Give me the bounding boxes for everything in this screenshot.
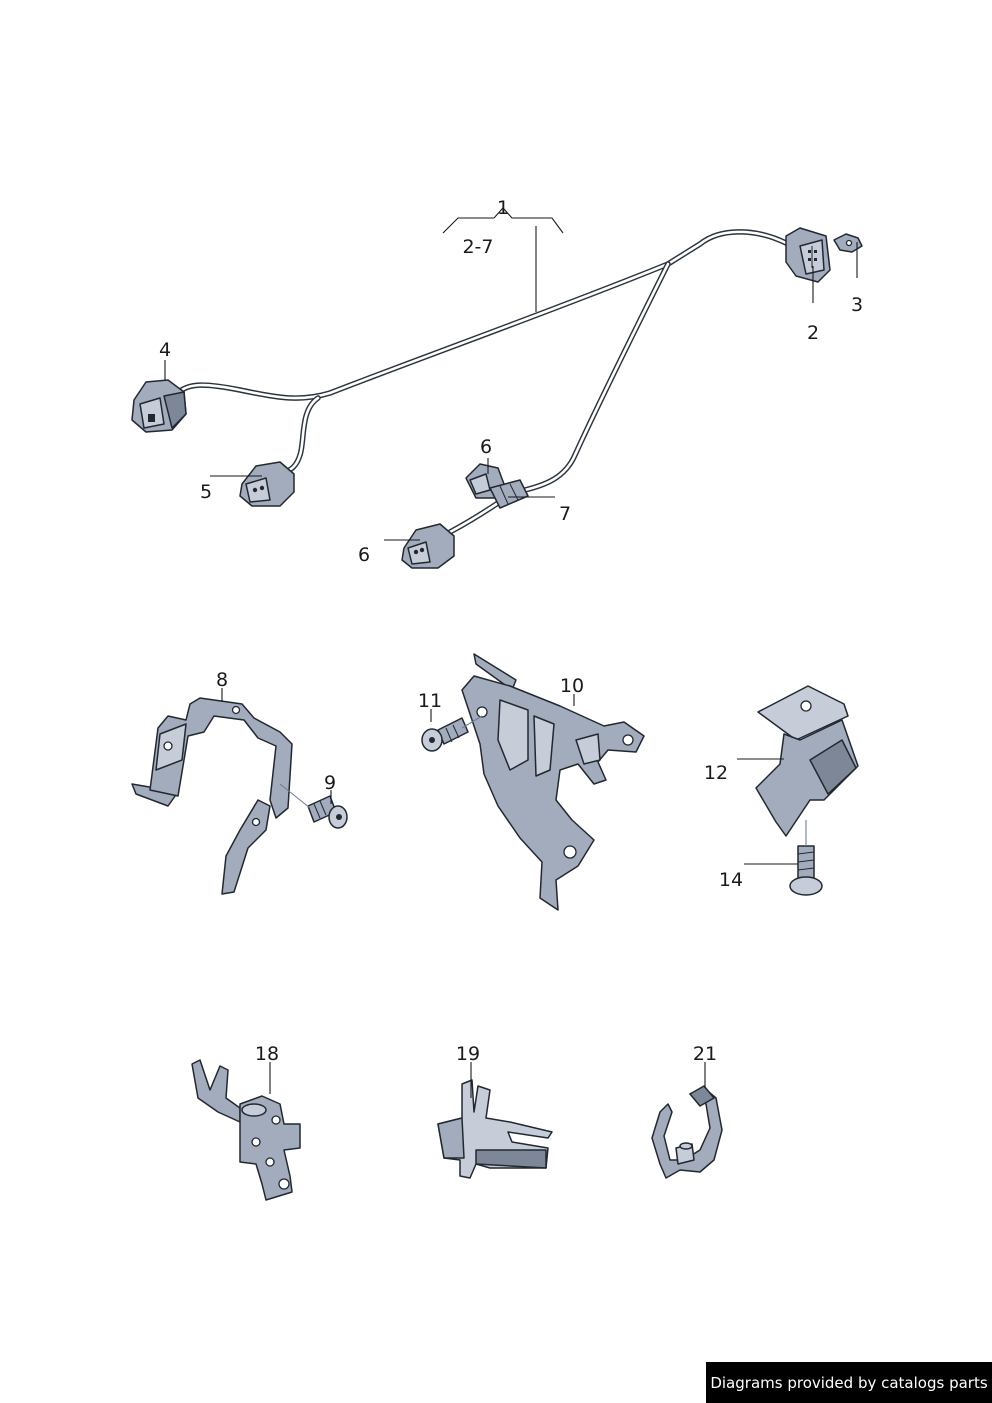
callout-14: 14 bbox=[719, 869, 743, 891]
connector-2[interactable] bbox=[785, 227, 831, 283]
callout-6-lower: 6 bbox=[358, 544, 370, 566]
bolt-9[interactable] bbox=[307, 795, 348, 829]
connector-5[interactable] bbox=[239, 461, 295, 507]
clip-3[interactable] bbox=[833, 233, 863, 253]
callout-2-7: 2-7 bbox=[462, 236, 493, 258]
callout-9: 9 bbox=[324, 772, 336, 794]
callout-3: 3 bbox=[851, 294, 863, 316]
credit-text: Diagrams provided by catalogs parts bbox=[710, 1373, 988, 1392]
callout-19: 19 bbox=[456, 1043, 480, 1065]
callout-5: 5 bbox=[200, 481, 212, 503]
callout-6-upper: 6 bbox=[480, 436, 492, 458]
clamp-21[interactable] bbox=[651, 1085, 723, 1179]
callout-7: 7 bbox=[559, 503, 571, 525]
callout-10: 10 bbox=[560, 675, 584, 697]
bracket-12[interactable] bbox=[755, 685, 859, 837]
callout-12: 12 bbox=[704, 762, 728, 784]
wiring-harness[interactable] bbox=[175, 229, 789, 535]
credit-banner: Diagrams provided by catalogs parts bbox=[706, 1362, 992, 1403]
callout-8: 8 bbox=[216, 669, 228, 691]
callout-labels: 1 2-7 2 3 4 5 6 7 6 8 9 10 11 12 14 18 1… bbox=[159, 197, 863, 1065]
leader-lines bbox=[164, 207, 858, 1098]
bolt-11[interactable] bbox=[421, 717, 469, 752]
callout-18: 18 bbox=[255, 1043, 279, 1065]
bracket-19[interactable] bbox=[437, 1079, 553, 1179]
bracket-18[interactable] bbox=[191, 1059, 301, 1201]
callout-4: 4 bbox=[159, 339, 171, 361]
bolt-14[interactable] bbox=[789, 845, 823, 896]
callout-21: 21 bbox=[693, 1043, 717, 1065]
bracket-8[interactable] bbox=[131, 697, 293, 895]
callout-2: 2 bbox=[807, 322, 819, 344]
connector-6-lower[interactable] bbox=[401, 523, 455, 569]
callout-1: 1 bbox=[497, 197, 509, 219]
callout-11: 11 bbox=[418, 690, 442, 712]
grommet-7[interactable] bbox=[489, 479, 529, 509]
connector-4[interactable] bbox=[131, 379, 187, 433]
bracket-10[interactable] bbox=[461, 653, 645, 911]
